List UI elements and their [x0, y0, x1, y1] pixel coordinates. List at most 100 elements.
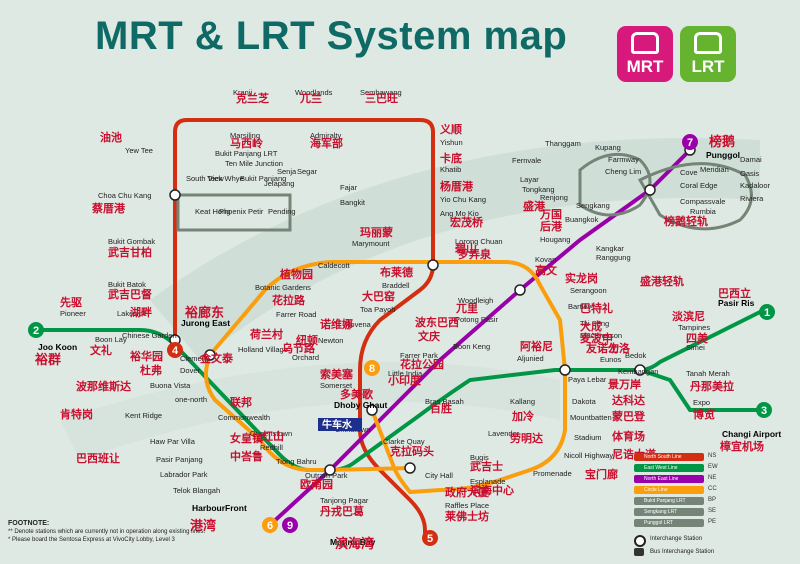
svg-text:达科达: 达科达	[612, 393, 645, 407]
svg-text:克兰芝: 克兰芝	[236, 91, 269, 105]
station-simei: Simei	[686, 343, 705, 352]
svg-text:9: 9	[287, 520, 293, 532]
station-marsiling: Marsiling	[230, 131, 260, 140]
station-nicoll-highway: Nicoll Highway	[564, 451, 613, 460]
station-compassvale: Compassvale	[680, 197, 725, 206]
station-bras-basah: Bras Basah	[425, 397, 464, 406]
station-cheng-lim: Cheng Lim	[605, 167, 641, 176]
station-commonwealth: Commonwealth	[218, 413, 270, 422]
station-botanic-gardens: Botanic Gardens	[255, 283, 311, 292]
mrt-badge: MRT	[617, 26, 673, 82]
station-kembangan: Kembangan	[618, 367, 658, 376]
station-kadaloor: Kadaloor	[740, 181, 771, 190]
station-kranji: Kranji	[233, 88, 253, 97]
svg-text:后港: 后港	[540, 219, 563, 233]
svg-text:先驱: 先驱	[60, 295, 82, 309]
svg-text:裕华园: 裕华园	[129, 349, 163, 363]
station-pioneer: Pioneer	[60, 309, 86, 318]
station-yishun: Yishun	[440, 138, 463, 147]
svg-text:港湾: 港湾	[190, 518, 216, 533]
svg-text:义顺: 义顺	[440, 122, 462, 136]
svg-text:丹那美拉: 丹那美拉	[690, 379, 734, 393]
station-telok-blangah: Telok Blangah	[173, 486, 220, 495]
station-dakota: Dakota	[572, 397, 597, 406]
station-caldecott: Caldecott	[318, 261, 351, 270]
station-paya-lebar: Paya Lebar	[568, 375, 607, 384]
station-promenade: Promenade	[533, 469, 572, 478]
station-tampines: Tampines	[678, 323, 710, 332]
svg-text:加冷: 加冷	[511, 409, 534, 423]
svg-text:政府大厦: 政府大厦	[445, 485, 490, 499]
station-redhill: Redhill	[260, 443, 283, 452]
interchange-raffles-place	[404, 462, 416, 474]
station-bukit-gombak: Bukit Gombak	[108, 237, 155, 246]
station-oasis: Oasis	[740, 169, 759, 178]
legend-interchange: Interchange Station	[650, 536, 703, 542]
svg-text:联邦: 联邦	[230, 395, 252, 409]
line-number-ew	[759, 304, 775, 320]
svg-text:友诺士: 友诺士	[586, 341, 619, 355]
station-renjong: Renjong	[540, 193, 568, 202]
svg-text:阿裕尼: 阿裕尼	[520, 339, 553, 353]
station-fernvale: Fernvale	[512, 156, 541, 165]
svg-text:波那维斯达: 波那维斯达	[76, 379, 131, 393]
interchange-bishan	[427, 259, 439, 271]
svg-text:6: 6	[267, 520, 273, 532]
svg-text:布莱德: 布莱德	[380, 265, 413, 279]
train-icon	[631, 32, 659, 54]
station-tanah-merah: Tanah Merah	[686, 369, 730, 378]
svg-text:榜鹅轻轨: 榜鹅轻轨	[664, 214, 708, 228]
station-bedok: Bedok	[625, 351, 647, 360]
station-jelapang: Jelapang	[264, 179, 294, 188]
svg-text:索美塞: 索美塞	[320, 367, 354, 381]
station-bukit-panjang: Bukit Panjang	[240, 174, 286, 183]
station-ranggung: Ranggung	[596, 253, 631, 262]
station-joo-koon: Joo Koon	[38, 342, 77, 352]
background-swoosh	[60, 362, 560, 460]
station-sengkang: Sengkang	[576, 201, 610, 210]
station-haw-par-villa: Haw Par Villa	[150, 437, 196, 446]
legend-item: North East Line	[634, 475, 704, 483]
station-yio-chu-kang: Yio Chu Kang	[440, 195, 486, 204]
station-farrer-park: Farrer Park	[400, 351, 438, 360]
legend-item: Sengkang LRT	[634, 508, 704, 516]
station-esplanade: Esplanade	[470, 477, 505, 486]
svg-text:勿洛: 勿洛	[607, 341, 631, 355]
line-number-ns-south	[422, 530, 438, 546]
svg-text:女皇镇: 女皇镇	[230, 431, 263, 445]
station-segar: Segar	[297, 167, 318, 176]
station-senja: Senja	[277, 167, 297, 176]
station-lorong-chuan: Lorong Chuan	[455, 237, 503, 246]
line-number-changi	[756, 402, 772, 418]
station-kent-ridge: Kent Ridge	[125, 411, 162, 420]
station-chinese-garden: Chinese Garden	[122, 331, 177, 340]
svg-text:诺维娜: 诺维娜	[320, 317, 353, 331]
train-icon	[694, 32, 722, 54]
svg-text:体育场: 体育场	[612, 429, 645, 443]
station-clarke-quay: Clarke Quay	[383, 437, 425, 446]
svg-text:盛港轻轨: 盛港轻轨	[640, 274, 684, 288]
station-lavender: Lavender	[488, 429, 520, 438]
background-swoosh	[150, 138, 760, 360]
svg-text:大巴窑: 大巴窑	[362, 289, 395, 303]
station-layar: Layar	[520, 175, 539, 184]
station-novena: Novena	[345, 320, 372, 329]
chinatown-chinese: 牛车水	[322, 418, 353, 431]
station-pasir-ris: Pasir Ris	[718, 298, 755, 308]
station-choa-chu-kang: Choa Chu Kang	[98, 191, 151, 200]
svg-text:多美歌: 多美歌	[340, 387, 374, 401]
svg-text:花拉路: 花拉路	[272, 293, 306, 307]
svg-text:油池: 油池	[100, 130, 122, 144]
svg-text:肯特岗: 肯特岗	[60, 407, 93, 421]
legend-item: Circle Line	[634, 486, 704, 494]
station-yew-tee: Yew Tee	[125, 146, 153, 155]
station-bartley: Bartley	[568, 302, 592, 311]
ne-line	[268, 143, 697, 527]
station-lakeside: Lakeside	[117, 309, 147, 318]
svg-text:植物园: 植物园	[279, 267, 313, 281]
station-little-india: Little India	[388, 369, 423, 378]
station-boon-lay: Boon Lay	[95, 335, 127, 344]
ns-line	[173, 118, 435, 540]
